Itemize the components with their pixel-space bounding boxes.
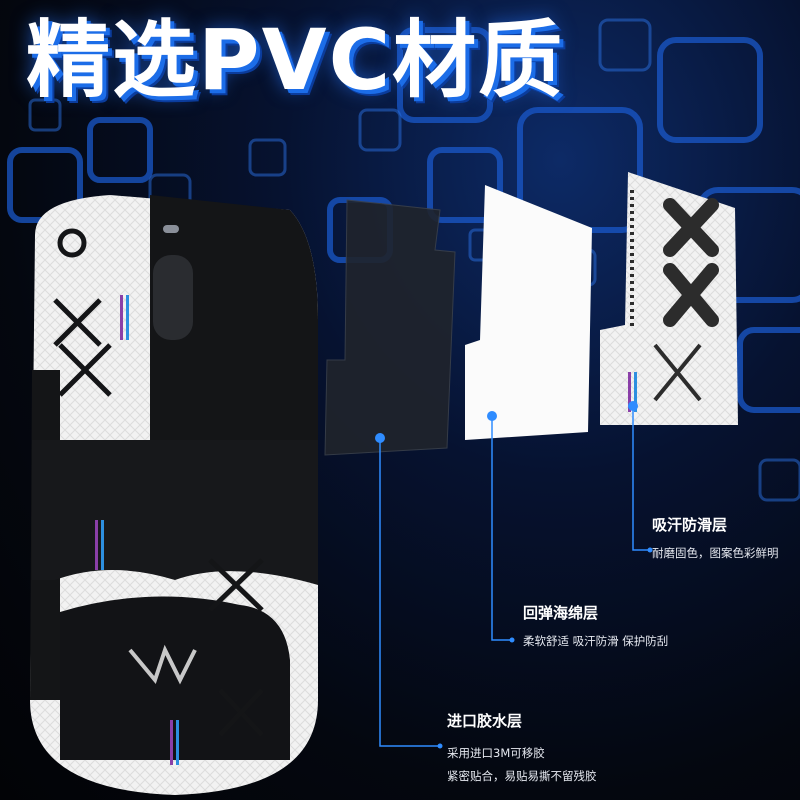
layer-label-adhesive: 进口胶水层 采用进口3M可移胶 紧密贴合，易贴易撕不留残胶: [447, 710, 597, 787]
layer-title: 吸汗防滑层: [652, 516, 728, 534]
layer-title: 进口胶水层: [447, 712, 523, 730]
layer-desc: 耐磨固色，图案色彩鲜明: [652, 546, 779, 560]
layer-title: 回弹海绵层: [523, 604, 599, 622]
pattern-layer-icon: [600, 172, 738, 425]
layer-label-pattern: 吸汗防滑层 耐磨固色，图案色彩鲜明: [652, 514, 779, 564]
layer-label-foam: 回弹海绵层 柔软舒适 吸汗防滑 保护防刮: [523, 602, 668, 652]
adhesive-layer-icon: [324, 199, 456, 456]
layer-desc: 紧密贴合，易贴易撕不留残胶: [447, 769, 597, 783]
layer-desc: 柔软舒适 吸汗防滑 保护防刮: [523, 634, 669, 648]
foam-layer-icon: [465, 185, 592, 440]
headline: 精选PVC材质: [26, 11, 565, 109]
layer-desc: 采用进口3M可移胶: [447, 746, 545, 760]
mouse-illustration: [30, 195, 318, 795]
